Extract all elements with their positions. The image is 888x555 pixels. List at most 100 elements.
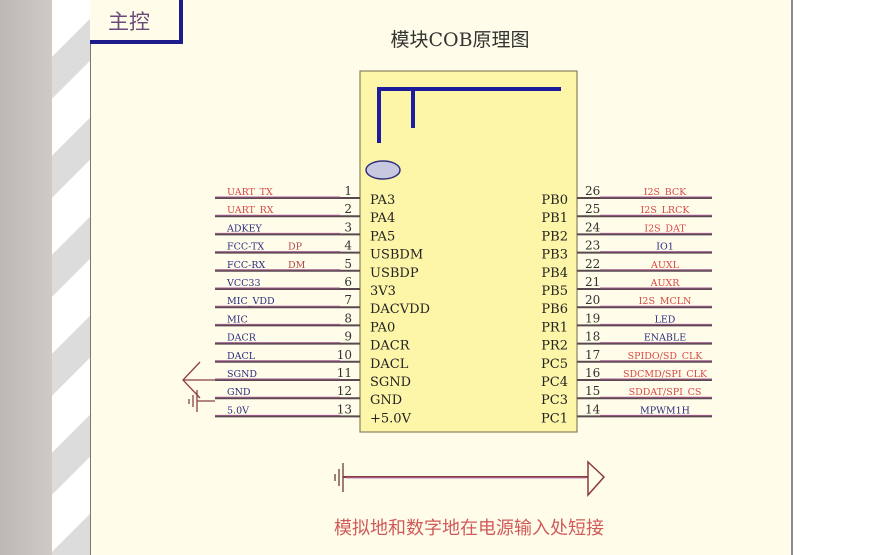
pin-name: PB0 (541, 193, 568, 208)
pin-name: PB6 (541, 302, 568, 317)
pin-name: DACR (370, 339, 411, 354)
net-label-extra: DM (288, 260, 306, 271)
net-label: SGND (227, 369, 257, 380)
left-pin-6: 6 3V3 VCC33 (215, 275, 396, 299)
pin-name: PC4 (541, 375, 568, 390)
pin-name: PB2 (541, 229, 568, 244)
net-label: SDDAT/SPI_CS (629, 387, 702, 398)
pin-name: GND (370, 393, 402, 408)
net-label: UART_RX (227, 205, 274, 216)
pin-name: PR2 (541, 339, 568, 354)
pin1-marker (365, 160, 401, 180)
pin-name: PC3 (541, 393, 568, 408)
pin-number: 6 (344, 275, 352, 289)
diagram-title: 模块COB原理图 (390, 29, 529, 51)
pin-name: USBDP (370, 266, 419, 281)
net-label: 5.0V (227, 405, 249, 416)
pin-number: 21 (585, 275, 600, 289)
net-label: MPWM1H (640, 405, 690, 416)
pin-number: 22 (585, 257, 600, 271)
pin-name: PR1 (541, 320, 568, 335)
pin-name: PA4 (370, 211, 395, 226)
pin-number: 20 (585, 293, 600, 307)
pin-name: PA3 (370, 193, 395, 208)
pin-name: +5.0V (370, 411, 412, 426)
net-label: I2S_DAT (644, 223, 686, 234)
pin-number: 7 (344, 293, 352, 307)
pin-number: 4 (344, 239, 352, 253)
net-label: DACL (227, 351, 256, 362)
ground-symbol-left (182, 361, 215, 412)
net-label: UART_TX (227, 187, 273, 198)
pin-number: 10 (337, 348, 352, 362)
pin-name: 3V3 (370, 284, 396, 299)
net-label: AUXR (650, 278, 681, 289)
pin-number: 26 (585, 184, 600, 198)
net-label: LED (655, 314, 676, 325)
net-label: SDCMD/SPI_CLK (623, 369, 708, 380)
net-label: FCC-RX (227, 260, 265, 271)
section-header-box: 主控 (90, 0, 183, 44)
pin-number: 14 (585, 402, 601, 416)
chip-body (359, 70, 578, 433)
pin-number: 24 (585, 220, 601, 234)
pin-number: 1 (344, 184, 352, 198)
page-margin (52, 0, 90, 555)
pin-name: PA0 (370, 320, 395, 335)
net-label: FCC-TX (227, 242, 264, 253)
net-label-extra: DP (288, 242, 303, 253)
ground-bridge-symbol (334, 460, 606, 497)
pin-name: PA5 (370, 229, 395, 244)
pin-number: 25 (585, 202, 600, 216)
pin-number: 23 (585, 239, 600, 253)
pin-name: PB4 (541, 266, 568, 281)
pin-number: 18 (585, 330, 600, 344)
pin-name: USBDM (370, 248, 423, 263)
pin-number: 17 (585, 348, 600, 362)
net-label: I2S_MCLN (639, 296, 692, 307)
net-label: IO1 (656, 242, 674, 253)
net-label: VCC33 (226, 278, 261, 289)
net-label: GND (227, 387, 251, 398)
pin-name: PB1 (541, 211, 568, 226)
pin-number: 8 (344, 311, 352, 325)
pin-name: PC5 (541, 357, 568, 372)
pin-number: 11 (337, 366, 352, 380)
pin-number: 15 (585, 384, 600, 398)
net-label: MIC (227, 314, 248, 325)
net-label: ADKEY (226, 223, 263, 234)
antenna-trace (377, 87, 561, 143)
left-pin-13: 13+5.0V5.0V (215, 402, 412, 426)
net-label: ENABLE (644, 333, 686, 344)
pin-number: 9 (344, 330, 352, 344)
pin-name: PB3 (541, 248, 568, 263)
net-label: AUXL (650, 260, 680, 271)
net-label: SPIDO/SD_CLK (628, 351, 704, 362)
pin-number: 2 (344, 202, 352, 216)
net-label: MIC_VDD (227, 296, 275, 307)
pin-number: 3 (344, 220, 352, 234)
pin-number: 16 (585, 366, 600, 380)
ground-note: 模拟地和数字地在电源输入处短接 (334, 518, 604, 539)
pin-number: 5 (344, 257, 352, 271)
pin-name: DACVDD (370, 302, 430, 317)
pin-name: PC1 (541, 411, 568, 426)
